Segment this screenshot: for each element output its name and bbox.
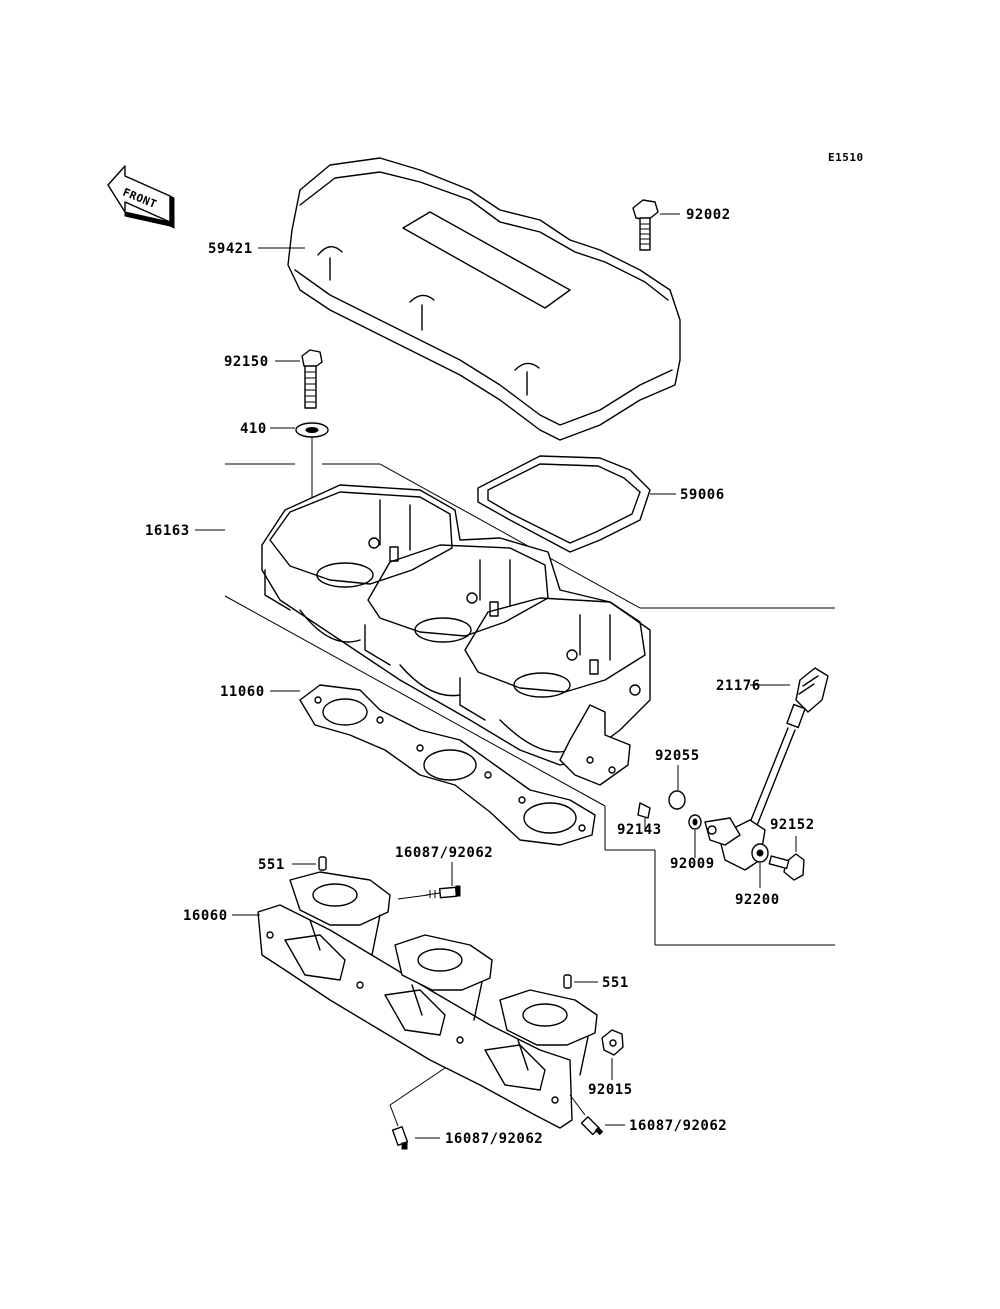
gasket-59006 xyxy=(477,455,651,553)
part-label-16087-right: 16087/92062 xyxy=(629,1118,727,1134)
washer-92200-icon xyxy=(751,843,769,863)
part-label-21176: 21176 xyxy=(716,678,761,694)
part-label-410: 410 xyxy=(240,421,267,437)
dowel-pin-551-lower-icon xyxy=(563,974,572,989)
diagram-code: E1510 xyxy=(828,151,864,164)
part-label-92200: 92200 xyxy=(735,892,780,908)
nut-92015-icon xyxy=(601,1029,624,1056)
dowel-pin-551-upper-icon xyxy=(318,856,327,871)
part-label-551-lower: 551 xyxy=(602,975,629,991)
part-label-92015: 92015 xyxy=(588,1082,633,1098)
washer-410-icon xyxy=(295,422,329,438)
stud-92150-icon xyxy=(301,349,323,409)
part-label-16060: 16060 xyxy=(183,908,228,924)
plug-16087-upper-icon xyxy=(425,885,461,899)
part-label-92152: 92009 xyxy=(670,856,715,872)
part-label-16087-left: 16087/92062 xyxy=(445,1131,543,1147)
part-label-551-upper: 551 xyxy=(258,857,285,873)
part-label-59006: 59006 xyxy=(680,487,725,503)
throttle-body-16163 xyxy=(261,484,651,786)
part-label-92055: 92055 xyxy=(655,748,700,764)
cover-59421 xyxy=(287,157,681,441)
part-label-11060: 11060 xyxy=(220,684,265,700)
bolt-92002-icon xyxy=(632,199,659,251)
gasket-11060 xyxy=(299,684,596,846)
plug-16087-right-icon xyxy=(580,1116,604,1136)
manifold-16060 xyxy=(257,871,598,1129)
o-ring-92055-icon xyxy=(668,790,686,810)
plug-16087-left-icon xyxy=(391,1126,409,1150)
washer-92152-icon xyxy=(688,814,702,830)
part-label-92143: 92143 xyxy=(617,822,662,838)
sensor-21176-icon xyxy=(704,667,829,871)
part-label-92150: 92150 xyxy=(224,354,269,370)
part-label-16163: 16163 xyxy=(145,523,190,539)
bolt-92009-icon xyxy=(768,853,805,881)
part-label-59421: 59421 xyxy=(208,241,253,257)
part-label-92002: 92002 xyxy=(686,207,731,223)
part-label-16087-upper: 16087/92062 xyxy=(395,845,493,861)
front-arrow-icon: FRONT xyxy=(107,165,175,229)
part-label-92009: 92152 xyxy=(770,817,815,833)
clip-92143-icon xyxy=(637,802,651,819)
